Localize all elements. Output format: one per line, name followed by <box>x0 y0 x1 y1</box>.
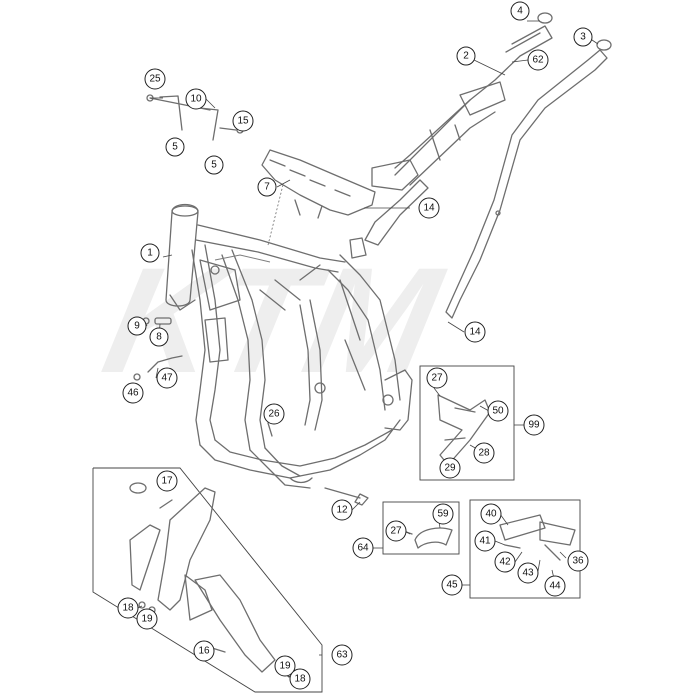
callout-part-3: 3 <box>573 27 593 47</box>
svg-text:42: 42 <box>499 557 511 568</box>
svg-text:28: 28 <box>478 448 490 459</box>
svg-text:10: 10 <box>190 94 202 105</box>
svg-text:44: 44 <box>549 581 561 592</box>
svg-text:12: 12 <box>336 505 348 516</box>
callout-part-5: 5 <box>204 155 224 175</box>
callout-part-19: 19 <box>274 655 296 677</box>
svg-text:18: 18 <box>294 674 306 685</box>
callout-part-9: 9 <box>127 316 147 336</box>
callout-part-12: 12 <box>331 499 353 521</box>
callout-part-47: 47 <box>156 367 178 389</box>
callout-part-8: 8 <box>149 327 169 347</box>
callout-part-42: 42 <box>494 551 516 573</box>
svg-text:46: 46 <box>127 388 139 399</box>
svg-text:27: 27 <box>390 526 402 537</box>
svg-text:15: 15 <box>237 116 249 127</box>
callout-part-44: 44 <box>544 575 566 597</box>
svg-text:99: 99 <box>528 420 540 431</box>
svg-text:4: 4 <box>517 6 523 17</box>
callout-part-46: 46 <box>122 382 144 404</box>
svg-text:1: 1 <box>147 248 153 259</box>
callout-part-27: 27 <box>426 367 448 389</box>
svg-text:26: 26 <box>268 409 280 420</box>
svg-text:8: 8 <box>156 332 162 343</box>
callout-part-45: 45 <box>441 574 463 596</box>
svg-text:41: 41 <box>479 536 491 547</box>
callout-part-15: 15 <box>232 110 254 132</box>
svg-text:59: 59 <box>437 509 449 520</box>
svg-text:16: 16 <box>198 646 210 657</box>
callout-part-29: 29 <box>439 457 461 479</box>
callout-part-27: 27 <box>385 520 407 542</box>
callout-part-64: 64 <box>352 537 374 559</box>
callout-part-14: 14 <box>464 321 486 343</box>
watermark-logo: KTM <box>92 238 456 405</box>
bolt-part-12 <box>324 487 369 506</box>
seat-bracket-part-7 <box>261 149 376 246</box>
svg-text:47: 47 <box>161 373 173 384</box>
svg-text:62: 62 <box>532 55 544 66</box>
svg-text:50: 50 <box>492 406 504 417</box>
callout-part-19: 19 <box>136 608 158 630</box>
svg-text:19: 19 <box>279 661 291 672</box>
callout-part-28: 28 <box>473 442 495 464</box>
callout-part-10: 10 <box>185 88 207 110</box>
callout-part-50: 50 <box>487 400 509 422</box>
callout-part-7: 7 <box>257 177 277 197</box>
svg-text:18: 18 <box>122 603 134 614</box>
callout-part-5: 5 <box>165 137 185 157</box>
svg-text:63: 63 <box>336 650 348 661</box>
svg-text:14: 14 <box>423 203 435 214</box>
svg-text:7: 7 <box>264 182 270 193</box>
callout-part-62: 62 <box>527 49 549 71</box>
screw-part-26 <box>267 422 273 437</box>
svg-text:40: 40 <box>485 509 497 520</box>
rear-subframe <box>364 12 612 319</box>
callout-part-43: 43 <box>517 562 539 584</box>
svg-text:25: 25 <box>149 74 161 85</box>
callout-part-99: 99 <box>523 414 545 436</box>
svg-text:9: 9 <box>134 321 140 332</box>
svg-text:2: 2 <box>463 51 469 62</box>
svg-text:3: 3 <box>580 32 586 43</box>
svg-text:27: 27 <box>431 373 443 384</box>
callout-part-1: 1 <box>140 243 160 263</box>
svg-text:5: 5 <box>211 160 217 171</box>
svg-text:36: 36 <box>572 556 584 567</box>
callout-part-17: 17 <box>156 470 178 492</box>
svg-text:14: 14 <box>469 327 481 338</box>
box-footpeg-45 <box>462 499 581 599</box>
callout-part-59: 59 <box>432 503 454 525</box>
callout-part-41: 41 <box>474 530 496 552</box>
callout-part-36: 36 <box>567 550 589 572</box>
main-frame <box>165 203 413 489</box>
box-frame-guards-63 <box>92 467 323 693</box>
callout-part-63: 63 <box>331 644 353 666</box>
callout-part-2: 2 <box>456 46 476 66</box>
svg-text:64: 64 <box>357 543 369 554</box>
svg-text:17: 17 <box>161 476 173 487</box>
callout-part-4: 4 <box>510 1 530 21</box>
svg-text:45: 45 <box>446 580 458 591</box>
svg-text:5: 5 <box>172 142 178 153</box>
callout-part-26: 26 <box>263 403 285 425</box>
callout-part-16: 16 <box>193 640 215 662</box>
callout-part-14: 14 <box>418 197 440 219</box>
callout-part-25: 25 <box>144 68 166 90</box>
svg-text:29: 29 <box>444 463 456 474</box>
svg-text:43: 43 <box>522 568 534 579</box>
callout-part-40: 40 <box>480 503 502 525</box>
callout-part-18: 18 <box>289 668 311 690</box>
callout-part-18: 18 <box>117 597 139 619</box>
svg-text:19: 19 <box>141 614 153 625</box>
box-assembly-99 <box>419 365 524 481</box>
